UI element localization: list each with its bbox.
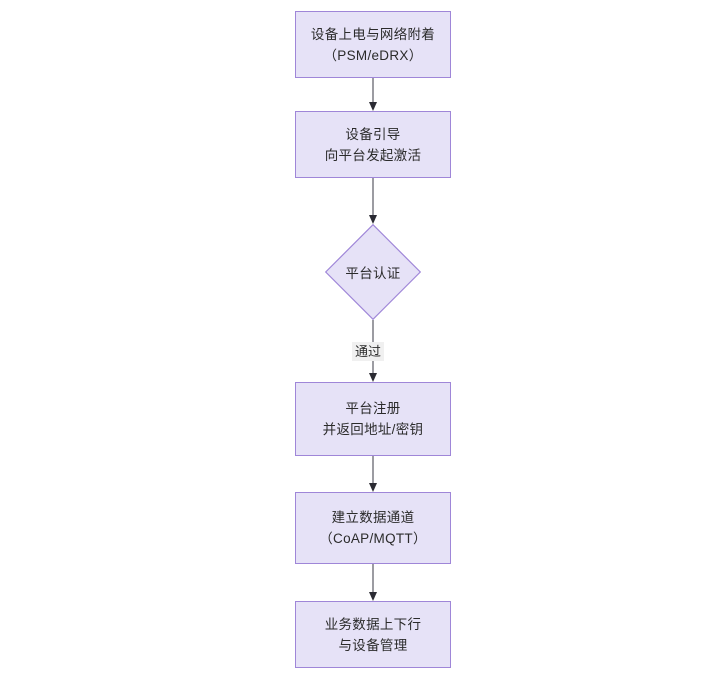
flow-node-platform-auth-decision[interactable]: 平台认证 — [325, 224, 421, 320]
edge-n2-n3 — [368, 178, 378, 224]
node-line: 设备引导 — [345, 126, 401, 142]
edge-n1-n2 — [368, 78, 378, 111]
flow-node-establish-data-channel[interactable]: 建立数据通道 （CoAP/MQTT） — [295, 492, 451, 564]
flow-node-device-power-on[interactable]: 设备上电与网络附着 （PSM/eDRX） — [295, 11, 451, 78]
node-line: 建立数据通道 — [331, 510, 415, 525]
node-line: 向平台发起激活 — [324, 147, 422, 163]
node-line: 设备上电与网络附着 — [310, 26, 436, 42]
node-line: （PSM/eDRX） — [323, 47, 423, 63]
edge-n4-n5 — [368, 456, 378, 492]
diamond-shape — [325, 224, 421, 320]
node-line: 业务数据上下行 — [324, 616, 422, 632]
node-line: （CoAP/MQTT） — [319, 531, 427, 546]
edge-n5-n6 — [368, 564, 378, 601]
flow-node-platform-register[interactable]: 平台注册 并返回地址/密钥 — [295, 382, 451, 456]
node-line: 并返回地址/密钥 — [322, 422, 424, 437]
flow-node-business-data-and-device-management[interactable]: 业务数据上下行 与设备管理 — [295, 601, 451, 668]
node-line: 与设备管理 — [338, 637, 408, 653]
edge-label-pass: 通过 — [352, 342, 385, 361]
node-line: 平台注册 — [345, 401, 401, 416]
flow-node-device-bootstrap[interactable]: 设备引导 向平台发起激活 — [295, 111, 451, 178]
node-line: 平台认证 — [345, 266, 401, 281]
